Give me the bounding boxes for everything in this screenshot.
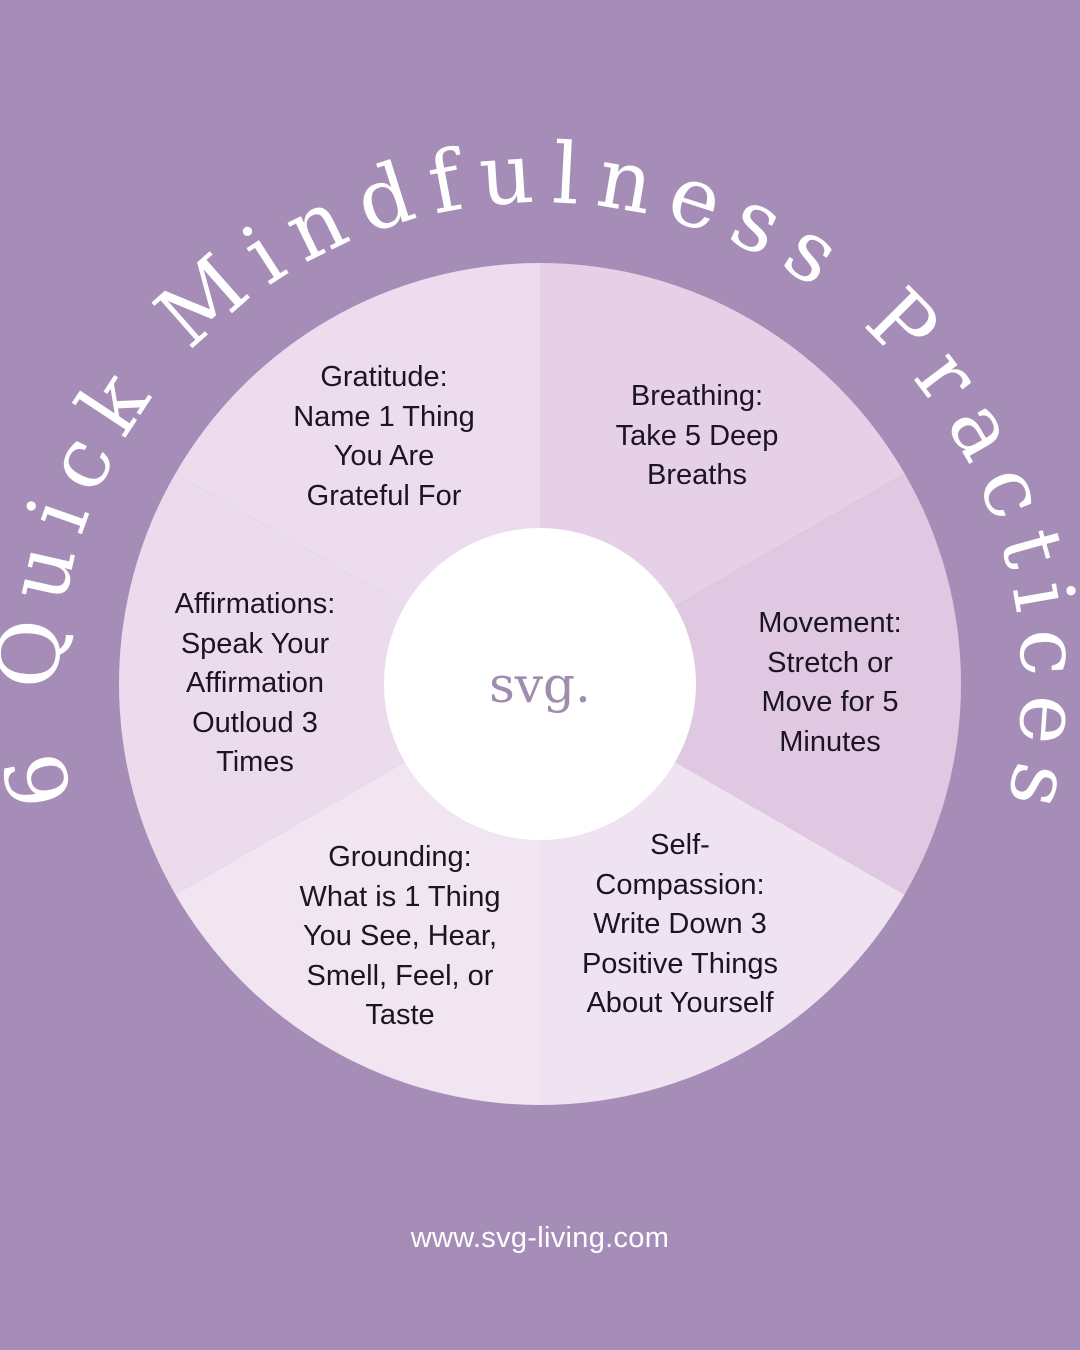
label-line: What is 1 Thing	[299, 880, 501, 913]
label-line: Name 1 Thing	[293, 400, 475, 433]
label-line: Movement:	[758, 607, 902, 639]
label-line: Grounding:	[328, 841, 472, 873]
label-line: Outloud 3	[192, 706, 318, 739]
label-line: Grateful For	[306, 479, 462, 512]
label-line: Move for 5	[761, 686, 899, 718]
label-line: Self-	[650, 829, 710, 861]
label-line: Stretch or	[767, 646, 893, 679]
segment-gratitude: Gratitude: Name 1 Thing You Are Grateful…	[254, 358, 514, 516]
label-line: Breaths	[647, 459, 747, 491]
label-line: Affirmation	[185, 667, 325, 699]
label-line: About Yourself	[586, 987, 774, 1019]
label-line: Speak Your	[180, 627, 330, 660]
label-line: Times	[216, 746, 294, 778]
wedge-affirmations	[119, 473, 541, 895]
segment-grounding: Grounding: What is 1 Thing You See, Hear…	[270, 838, 530, 1036]
label-line: Write Down 3	[593, 908, 767, 940]
svg-logo: svg.	[489, 656, 591, 714]
label-line: Taste	[365, 999, 435, 1031]
label-line: Affirmations:	[174, 588, 336, 620]
label-line: Minutes	[779, 725, 881, 758]
label-line: You See, Hear,	[302, 920, 498, 952]
wedge-movement	[540, 473, 961, 895]
segment-self-compassion: Self- Compassion: Write Down 3 Positive …	[550, 826, 810, 1024]
center-circle	[384, 528, 696, 840]
segment-affirmations: Affirmations: Speak Your Affirmation Out…	[125, 585, 385, 783]
segment-movement: Movement: Stretch or Move for 5 Minutes	[700, 604, 960, 762]
label-line: Breathing:	[630, 380, 764, 412]
label-line: You Are	[333, 440, 435, 472]
label-line: Smell, Feel, or	[306, 959, 494, 992]
label-line: Gratitude:	[320, 361, 448, 393]
website-link[interactable]: www.svg-living.com	[410, 1222, 670, 1254]
segment-breathing: Breathing: Take 5 Deep Breaths	[567, 377, 827, 496]
label-line: Positive Things	[581, 947, 779, 980]
label-line: Compassion:	[595, 868, 765, 901]
label-line: Take 5 Deep	[615, 419, 779, 452]
